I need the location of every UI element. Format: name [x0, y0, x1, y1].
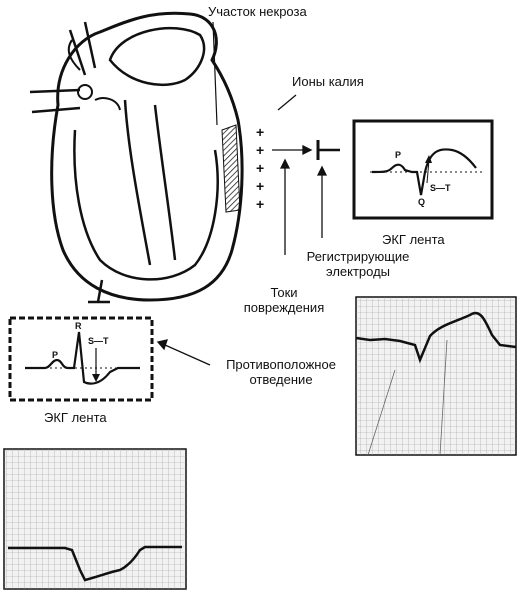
electrodes-label: Регистрирующие электроды [298, 249, 418, 279]
ecg-top-st: S—T [430, 183, 451, 193]
injury-currents-line1: Токи [270, 285, 298, 300]
ecg-tape-top-label: ЭКГ лента [382, 232, 445, 247]
plus-sign: + [256, 160, 265, 176]
necrosis-label: Участок некроза [208, 4, 307, 19]
opposite-lead-label: Противоположное отведение [210, 357, 352, 387]
ecg-top-q: Q [418, 197, 426, 207]
plus-sign: + [256, 124, 265, 140]
ecg-top-p: P [395, 150, 402, 160]
necrosis-pointer [212, 21, 218, 126]
ecg-tape-left [3, 448, 187, 590]
bottom-electrode [88, 279, 110, 304]
opposite-lead-line1: Противоположное [226, 357, 336, 372]
electrodes-label-line2: электроды [325, 264, 391, 279]
heart [29, 11, 244, 302]
opposite-lead-line2: отведение [249, 372, 313, 387]
current-arrows [156, 94, 340, 366]
ecg-tape-left-label: ЭКГ лента [44, 410, 107, 425]
ecg-box-left [8, 316, 154, 402]
potassium-ions-label: Ионы калия [292, 74, 364, 89]
ecg-left-r: R [75, 321, 82, 331]
injury-currents-label: Токи повреждения [234, 285, 334, 315]
injury-currents-line2: повреждения [243, 300, 325, 315]
ecg-left-p: P [52, 350, 59, 360]
plus-sign: + [256, 142, 265, 158]
ecg-left-st: S—T [88, 336, 109, 346]
ecg-box-top [352, 119, 494, 220]
plus-sign: + [256, 178, 265, 194]
necrosis-area [221, 124, 241, 213]
ecg-tape-right [355, 296, 517, 456]
plus-sign: + [256, 196, 265, 212]
electrodes-label-line1: Регистрирующие [306, 249, 410, 264]
